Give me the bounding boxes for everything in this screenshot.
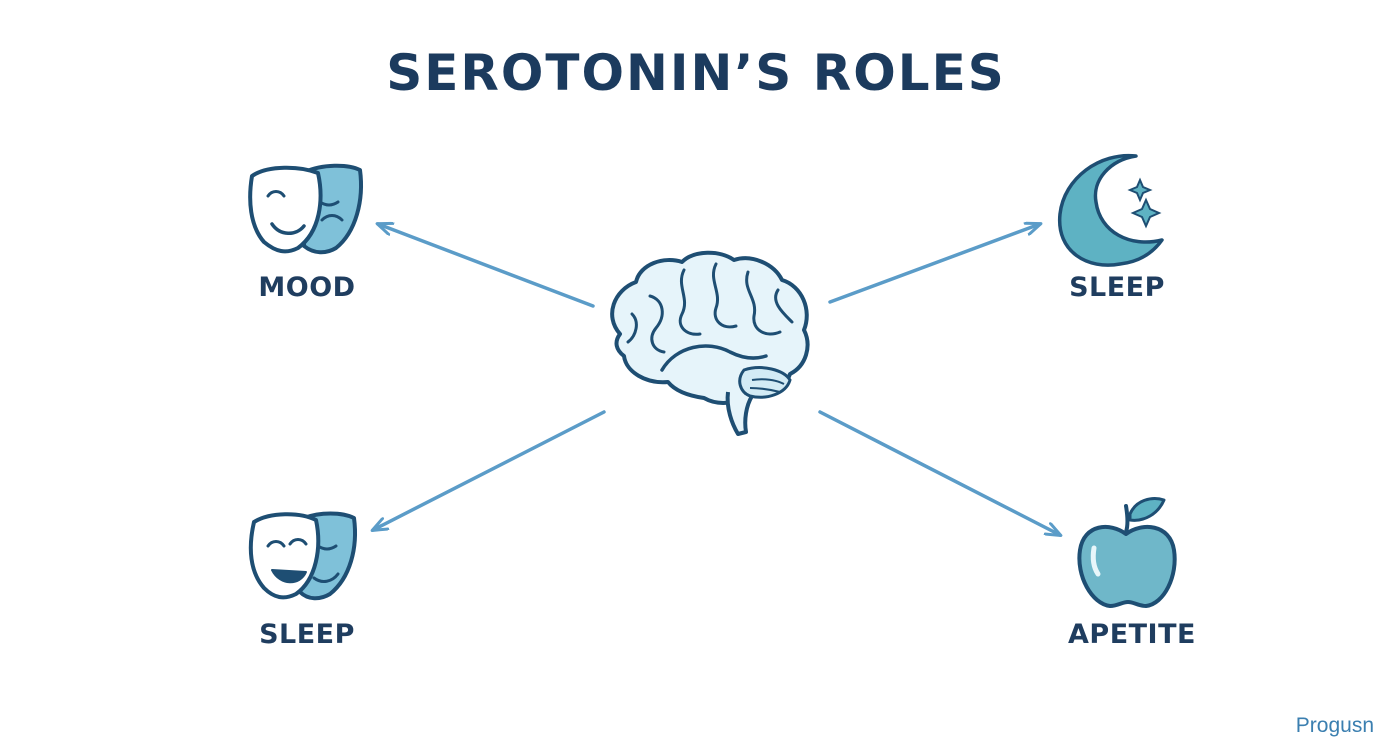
arrow-to-appetite	[818, 410, 1060, 535]
comedy-tragedy-masks-icon	[248, 163, 363, 255]
node-label-sleep-top: SLEEP	[1069, 272, 1165, 303]
comedy-tragedy-masks-icon	[248, 511, 357, 601]
arrow-to-sleep-bottom	[373, 410, 606, 530]
apple-icon	[1077, 497, 1177, 608]
node-label-mood: MOOD	[258, 272, 356, 303]
arrow-to-mood	[378, 224, 595, 308]
brand-watermark: Progusn	[1295, 714, 1374, 737]
diagram-title: SEROTONIN’S ROLES	[386, 44, 1006, 102]
node-label-appetite: APETITE	[1068, 619, 1196, 650]
arrow-to-sleep-top	[828, 224, 1040, 304]
node-label-sleep-bottom: SLEEP	[259, 619, 355, 650]
crescent-moon-stars-icon	[1058, 153, 1164, 267]
brain-icon	[610, 250, 810, 436]
